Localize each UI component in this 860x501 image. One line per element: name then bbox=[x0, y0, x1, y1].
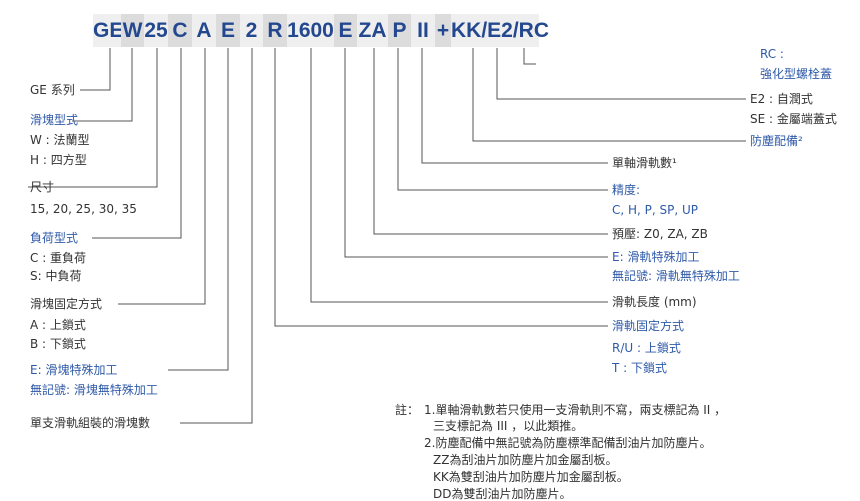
label-rail-count: 單軸滑軌數¹ bbox=[612, 156, 677, 170]
label-series: GE 系列 bbox=[30, 83, 75, 97]
label-load-s: S: 中負荷 bbox=[30, 269, 82, 283]
label-size-values: 15, 20, 25, 30, 35 bbox=[30, 202, 137, 216]
label-accuracy-title: 精度: bbox=[612, 183, 641, 197]
label-block-count: 單支滑軌組裝的滑塊數 bbox=[30, 416, 151, 430]
label-rail-special-none: 無記號: 滑軌無特殊加工 bbox=[612, 269, 740, 283]
label-rail-mount-ru: R/U : 上鎖式 bbox=[612, 341, 681, 355]
code-block-type: W bbox=[121, 14, 144, 47]
label-rc-code: RC : bbox=[760, 47, 784, 61]
label-accuracy-values: C, H, P, SP, UP bbox=[612, 203, 699, 217]
notes-label: 註： bbox=[395, 403, 420, 417]
code-size: 25 bbox=[144, 14, 168, 47]
note-line: 三支標記為 III ，以此類推。 bbox=[433, 419, 584, 433]
note-line: 2.防塵配備中無記號為防塵標準配備刮油片加防塵片。 bbox=[424, 436, 712, 450]
code-rail-mount: R bbox=[263, 14, 287, 47]
code-block-special: E bbox=[216, 14, 240, 47]
code-options: KK/E2/RC bbox=[451, 14, 549, 47]
label-e2: E2 : 自潤式 bbox=[750, 92, 813, 106]
label-rail-mount-title: 滑軌固定方式 bbox=[612, 319, 685, 333]
label-size-title: 尺寸 bbox=[30, 180, 55, 194]
note-line: KK為雙刮油片加防塵片加金屬刮板。 bbox=[433, 470, 629, 484]
label-dust-protection: 防塵配備² bbox=[750, 134, 803, 148]
label-block-special-e: E: 滑塊特殊加工 bbox=[30, 363, 118, 377]
label-block-mount-b: B : 下鎖式 bbox=[30, 337, 86, 351]
label-rc-desc: 強化型螺栓蓋 bbox=[760, 67, 833, 81]
label-block-mount-a: A : 上鎖式 bbox=[30, 318, 86, 332]
label-block-mount-title: 滑塊固定方式 bbox=[30, 297, 103, 311]
code-rail-count: II bbox=[411, 14, 435, 47]
label-rail-length: 滑軌長度 (mm) bbox=[612, 295, 697, 309]
label-load-c: C : 重負荷 bbox=[30, 251, 87, 265]
label-se: SE : 金屬端蓋式 bbox=[750, 112, 837, 126]
code-load: C bbox=[168, 14, 192, 47]
code-plus: + bbox=[435, 14, 451, 47]
code-rail-special: E bbox=[334, 14, 357, 47]
label-rail-special-e: E: 滑軌特殊加工 bbox=[612, 250, 700, 264]
label-load-title: 負荷型式 bbox=[30, 231, 79, 245]
code-block-count: 2 bbox=[240, 14, 263, 47]
code-preload: ZA bbox=[357, 14, 388, 47]
code-accuracy: P bbox=[388, 14, 411, 47]
code-series: GE bbox=[93, 14, 123, 47]
label-preload: 預壓: Z0, ZA, ZB bbox=[612, 227, 708, 241]
label-block-type-w: W : 法蘭型 bbox=[30, 133, 90, 147]
code-block-mount: A bbox=[192, 14, 216, 47]
note-line: ZZ為刮油片加防塵片加金屬刮板。 bbox=[433, 453, 618, 467]
label-block-type-title: 滑塊型式 bbox=[30, 113, 79, 127]
note-line: DD為雙刮油片加防塵片。 bbox=[433, 487, 572, 501]
label-rail-mount-t: T : 下鎖式 bbox=[612, 361, 668, 375]
label-block-type-h: H : 四方型 bbox=[30, 153, 87, 167]
label-block-special-none: 無記號: 滑塊無特殊加工 bbox=[30, 383, 158, 397]
code-rail-length: 1600 bbox=[287, 14, 334, 47]
note-line: 1.單軸滑軌數若只使用一支滑軌則不寫，兩支標記為 II ， bbox=[424, 403, 727, 417]
